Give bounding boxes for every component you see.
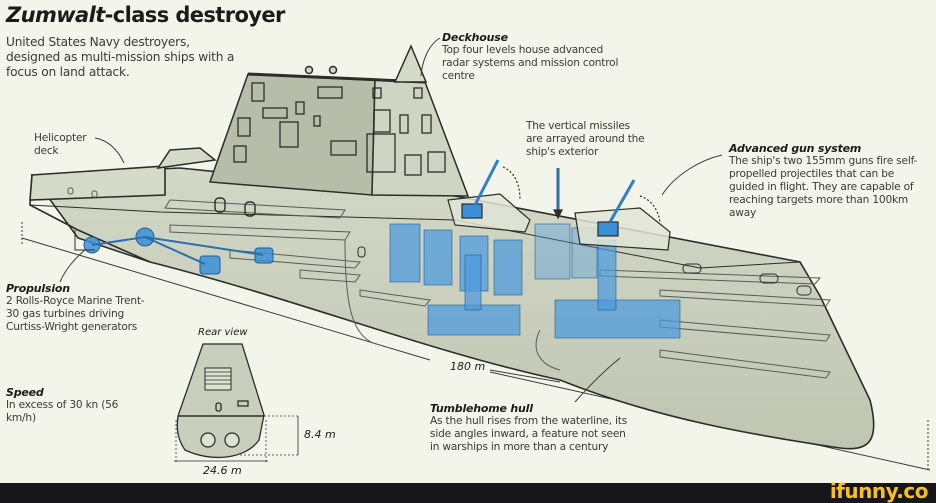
ship-illustration [21,37,931,472]
callout-tumblehome-hull: Tumblehome hull As the hull rises from t… [430,402,630,454]
callout-deckhouse: Deckhouse Top four levels house advanced… [442,31,622,83]
callout-heading: Propulsion [6,282,70,295]
ship-length: 180 m [450,360,486,373]
title-rest: -class destroyer [104,3,286,27]
rear-view-height: 8.4 m [304,428,336,441]
callout-vertical-missiles: The vertical missiles are arrayed around… [526,120,646,159]
callout-advanced-gun: Advanced gun system The ship's two 155mm… [729,142,929,220]
footer-bar [0,483,936,503]
callout-speed: Speed In excess of 30 kn (56 km/h) [6,386,146,425]
callout-heading: Speed [6,386,44,399]
callout-body: Top four levels house advanced radar sys… [442,44,619,82]
page-title: Zumwalt-class destroyer [6,3,285,27]
callout-body: The vertical missiles are arrayed around… [526,120,645,158]
deckhouse [156,44,470,197]
title-italic: Zumwalt [6,3,105,27]
callout-body: In excess of 30 kn (56 km/h) [6,399,119,424]
callout-propulsion: Propulsion 2 Rolls-Royce Marine Trent-30… [6,282,146,334]
vertical-missile-arrays [389,223,681,339]
callout-body: As the hull rises from the waterline, it… [430,415,628,453]
page-subtitle: United States Navy destroyers, designed … [6,35,235,79]
callout-heading: Advanced gun system [729,142,862,155]
leader-lines [59,37,723,403]
callout-body: 2 Rolls-Royce Marine Trent-30 gas turbin… [6,295,145,333]
rear-view-diagram [174,343,300,462]
propulsion-machinery [74,227,274,275]
callout-body: Helicopter deck [34,132,87,157]
infographic-canvas: Zumwalt-class destroyer United States Na… [6,3,931,477]
rear-view-width: 24.6 m [203,464,242,477]
rear-view-label: Rear view [198,327,248,338]
callout-helicopter-deck: Helicopter deck [34,132,104,158]
advanced-gun-systems [447,159,671,251]
watermark-brand[interactable]: ifunny.co [829,479,929,503]
callout-body: The ship's two 155mm guns fire self-prop… [729,155,918,219]
callout-heading: Deckhouse [442,31,508,44]
callout-heading: Tumblehome hull [430,402,533,415]
